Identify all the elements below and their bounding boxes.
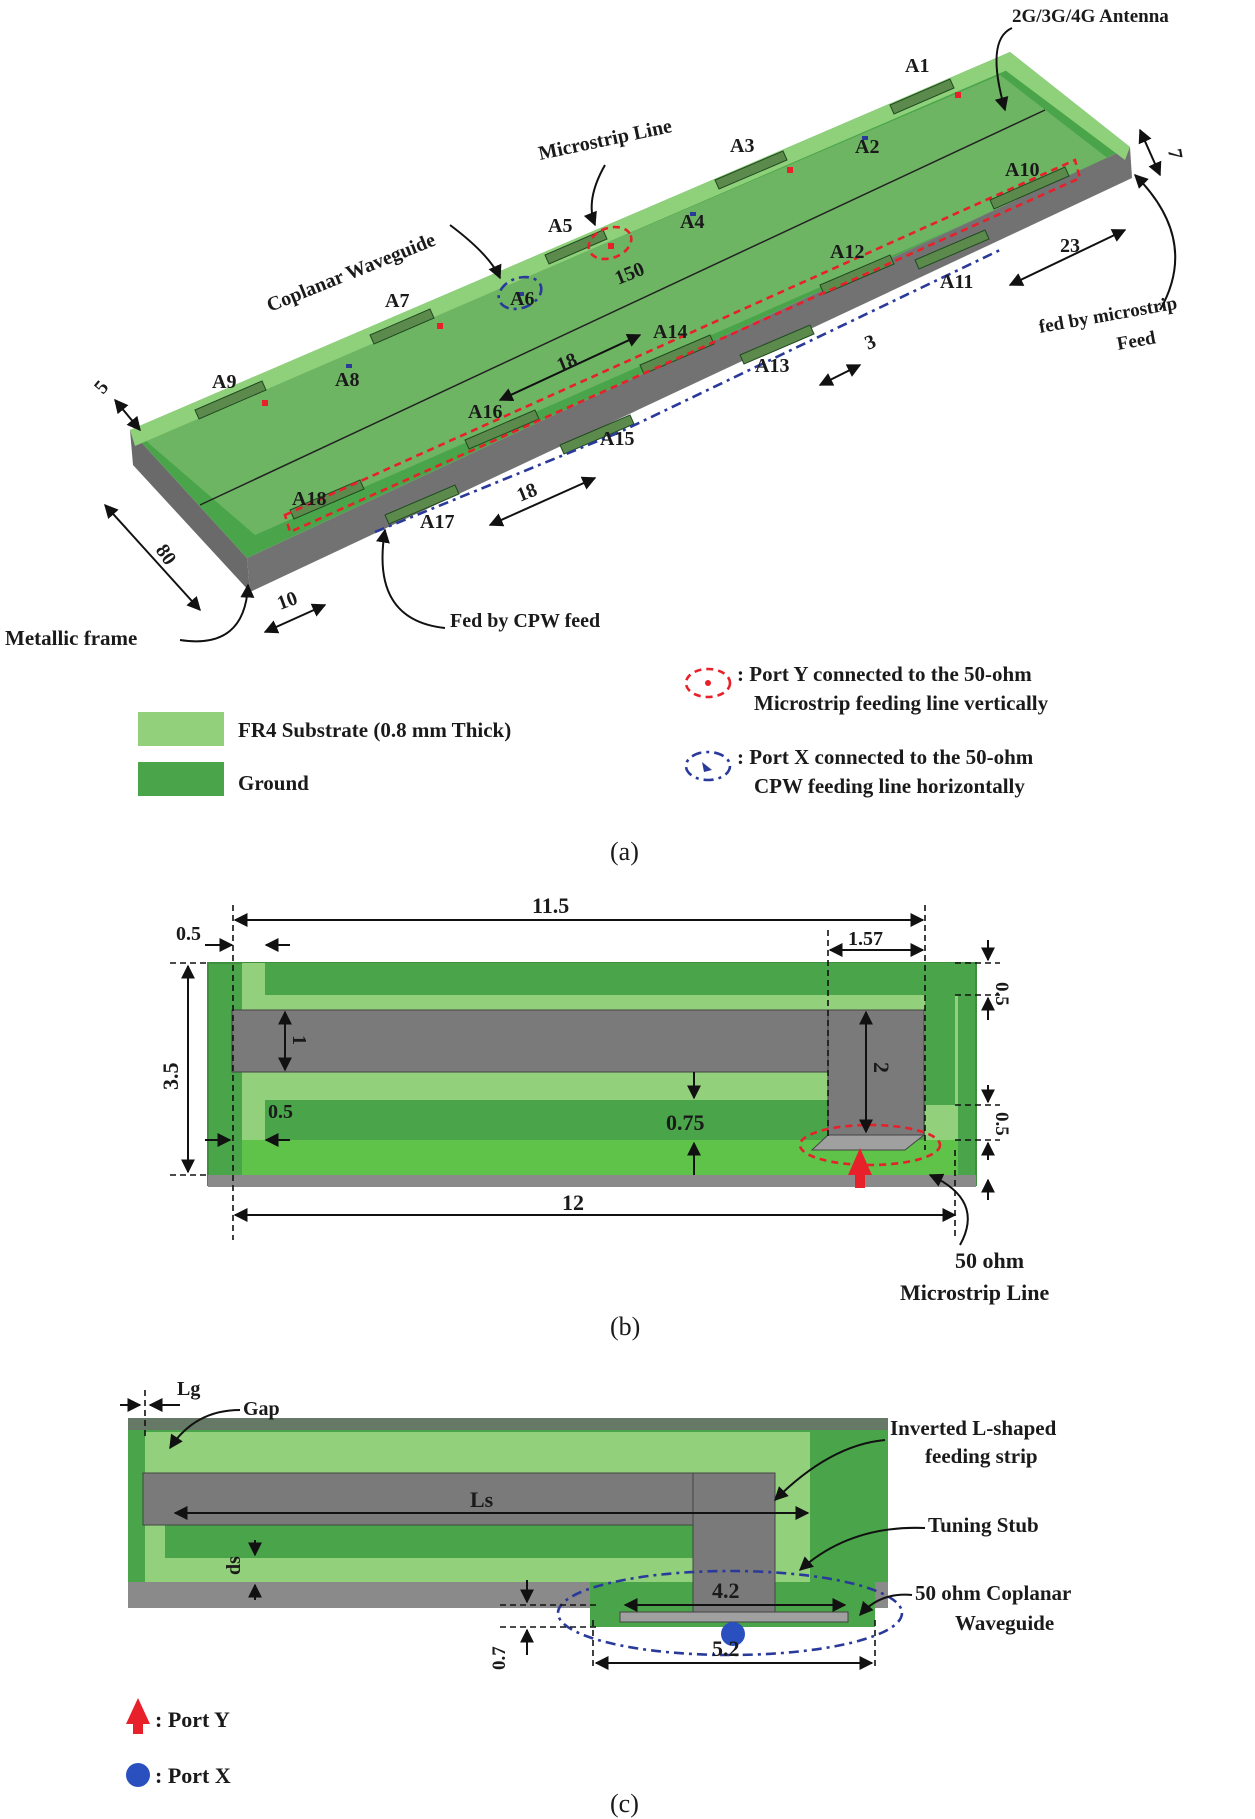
- svg-text:11.5: 11.5: [532, 893, 569, 918]
- svg-text:A9: A9: [212, 371, 236, 393]
- svg-text:Ground: Ground: [238, 771, 309, 795]
- panel-b: 11.5 0.5 1.57 3.5 1 2 0.5 0.5 0.5 0.75: [158, 893, 1050, 1341]
- svg-text:: Port Y connected to the 50-o: : Port Y connected to the 50-ohm: [737, 662, 1032, 686]
- svg-text:0.75: 0.75: [666, 1110, 705, 1135]
- svg-text:Tuning Stub: Tuning Stub: [928, 1513, 1039, 1537]
- svg-text:A10: A10: [1005, 159, 1039, 181]
- svg-text:fed by microstrip: fed by microstrip: [1037, 293, 1179, 338]
- svg-text:0.5: 0.5: [991, 1112, 1012, 1136]
- svg-text:23: 23: [1060, 235, 1080, 257]
- svg-text:18: 18: [514, 479, 541, 507]
- svg-text:FR4 Substrate (0.8 mm Thick): FR4 Substrate (0.8 mm Thick): [238, 718, 511, 742]
- svg-text:1: 1: [288, 1035, 310, 1045]
- svg-text:Ls: Ls: [470, 1487, 494, 1512]
- port-y-arrow: [848, 1148, 872, 1175]
- svg-text:4.2: 4.2: [712, 1578, 740, 1603]
- svg-text:A3: A3: [730, 135, 754, 157]
- svg-text:A5: A5: [548, 215, 572, 237]
- front-row-elements: [289, 166, 1070, 525]
- svg-text:A16: A16: [468, 401, 502, 423]
- svg-text:50 ohm: 50 ohm: [955, 1248, 1024, 1273]
- feed-line: [810, 1134, 926, 1151]
- metallic-frame-label: Metallic frame: [5, 626, 137, 650]
- caption-c: (c): [610, 1789, 639, 1818]
- svg-text:0.7: 0.7: [489, 1646, 510, 1670]
- svg-text:: Port Y: : Port Y: [155, 1707, 230, 1732]
- svg-text:A11: A11: [940, 271, 973, 293]
- svg-text:7: 7: [1163, 147, 1186, 161]
- svg-text:A4: A4: [680, 211, 704, 233]
- svg-text:A2: A2: [855, 136, 879, 158]
- svg-text:Inverted L-shaped: Inverted L-shaped: [890, 1416, 1057, 1440]
- svg-text:Lg: Lg: [177, 1378, 200, 1400]
- radiator-arm: [231, 1009, 925, 1073]
- svg-text:5: 5: [90, 376, 113, 398]
- panel-c: Lg Gap Ls ds 0.7 4.2 5.2 Inverted L-shap…: [120, 1378, 1071, 1818]
- svg-text:3: 3: [862, 330, 880, 354]
- svg-text:Gap: Gap: [243, 1398, 280, 1420]
- microstrip-line-label: Microstrip Line: [536, 115, 673, 165]
- port-x-dot: [721, 1622, 745, 1646]
- inverted-l-arm: [142, 1472, 776, 1526]
- svg-text:A13: A13: [755, 355, 789, 377]
- side-wall-right: [1005, 52, 1130, 160]
- caption-a: (a): [610, 837, 639, 866]
- cpw-label: Coplanar Waveguide: [264, 229, 439, 317]
- svg-text:A6: A6: [510, 288, 534, 310]
- svg-text:Waveguide: Waveguide: [955, 1611, 1054, 1635]
- svg-text:A7: A7: [385, 290, 409, 312]
- svg-text:CPW feeding line horizontally: CPW feeding line horizontally: [754, 774, 1025, 798]
- svg-text:: Port X: : Port X: [155, 1763, 231, 1788]
- legend-substrate-swatch: [138, 712, 224, 746]
- caption-b: (b): [610, 1312, 640, 1341]
- antenna-label: 2G/3G/4G Antenna: [1012, 6, 1169, 27]
- panel-a: A1 A2 A3 A4 A5 A6 A7 A8 A9 A10 A11 A12 A…: [5, 6, 1186, 866]
- metal-side-front: [247, 147, 1132, 592]
- svg-text:3.5: 3.5: [158, 1063, 183, 1091]
- svg-text:1.57: 1.57: [848, 928, 883, 950]
- svg-text:A18: A18: [292, 488, 326, 510]
- legend-ground-swatch: [138, 762, 224, 796]
- legend-port-x-dot: [126, 1763, 150, 1787]
- svg-text:ds: ds: [223, 1556, 245, 1575]
- svg-text:A12: A12: [830, 241, 864, 263]
- svg-text:2: 2: [869, 1062, 894, 1073]
- svg-text:feeding strip: feeding strip: [925, 1444, 1038, 1468]
- svg-text:A15: A15: [600, 428, 634, 450]
- svg-text:: Port X connected to the 50-o: : Port X connected to the 50-ohm: [737, 745, 1034, 769]
- svg-text:10: 10: [274, 587, 300, 615]
- svg-text:80: 80: [151, 540, 180, 569]
- element-labels: A1 A2 A3 A4 A5 A6 A7 A8 A9 A10 A11 A12 A…: [212, 55, 1039, 533]
- svg-text:0.5: 0.5: [176, 923, 201, 945]
- svg-text:A8: A8: [335, 369, 359, 391]
- svg-text:Microstrip feeding line vertic: Microstrip feeding line vertically: [754, 691, 1049, 715]
- fed-cpw-label: Fed by CPW feed: [450, 610, 600, 632]
- svg-text:Feed: Feed: [1115, 327, 1158, 355]
- svg-text:50 ohm Coplanar: 50 ohm Coplanar: [915, 1581, 1071, 1605]
- svg-text:12: 12: [562, 1190, 584, 1215]
- inverted-l-vertical: [692, 1472, 776, 1614]
- svg-text:A14: A14: [653, 321, 687, 343]
- svg-text:0.5: 0.5: [268, 1101, 293, 1123]
- svg-text:A1: A1: [905, 55, 929, 77]
- back-row-elements: [194, 78, 955, 420]
- svg-text:0.5: 0.5: [991, 982, 1012, 1006]
- svg-text:A17: A17: [420, 511, 454, 533]
- svg-text:Microstrip Line: Microstrip Line: [900, 1280, 1050, 1305]
- tuning-stub: [619, 1611, 849, 1623]
- legend-port-y-arrow: [126, 1698, 150, 1724]
- radiator-vertical: [827, 1009, 925, 1136]
- svg-text:5.2: 5.2: [712, 1636, 740, 1661]
